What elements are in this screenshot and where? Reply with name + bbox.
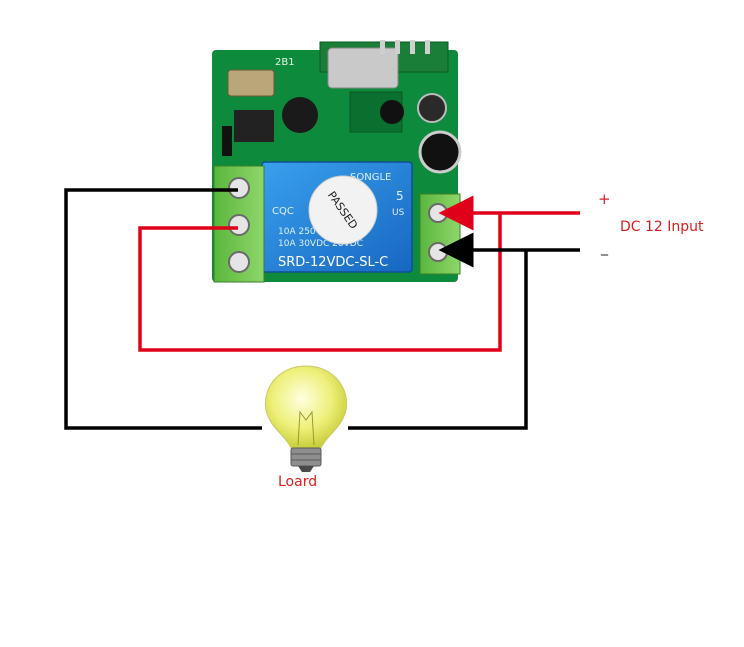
- relay-cqc-mark: CQC: [272, 206, 294, 217]
- minus-label: _: [600, 240, 609, 256]
- terminal-screw-right-2: [428, 242, 448, 262]
- relay-rating-line2: 10A 30VDC 28VDC: [278, 239, 363, 249]
- light-bulb-icon: [264, 365, 348, 472]
- black-wire: [64, 188, 580, 430]
- pushbutton: [227, 69, 275, 97]
- red-wire: [138, 195, 580, 352]
- qc-passed-sticker: PASSED: [308, 175, 378, 245]
- jumper-header: [222, 126, 232, 156]
- dc-input-label: DC 12 Input: [620, 219, 704, 235]
- terminal-screw-left-1: [228, 177, 250, 199]
- relay-rating-line1: 10A 250VAC: [278, 227, 334, 237]
- terminal-block-left: [213, 165, 265, 283]
- relay: SONGLE CQC 5 US 10A 250VAC 10A 30VDC 28V…: [261, 161, 413, 273]
- terminal-screw-left-3: [228, 251, 250, 273]
- relay-model: SRD-12VDC-SL-C: [278, 255, 388, 270]
- load-label: Loard: [278, 474, 317, 490]
- terminal-block-right: [419, 193, 461, 275]
- relay-pin-number: 5: [396, 189, 404, 203]
- relay-brand: SONGLE: [350, 172, 391, 183]
- capacitor-small: [417, 93, 447, 123]
- pcb-silkscreen: 2B1: [275, 57, 295, 68]
- inductor-coil: [282, 97, 318, 133]
- terminal-screw-left-2: [228, 214, 250, 236]
- plus-label: +: [598, 190, 611, 208]
- relay-us-mark: US: [392, 208, 405, 218]
- crystal-oscillator: [327, 47, 399, 89]
- ic-chip: [234, 110, 274, 142]
- capacitor-large: [418, 130, 462, 174]
- transistor: [380, 100, 404, 124]
